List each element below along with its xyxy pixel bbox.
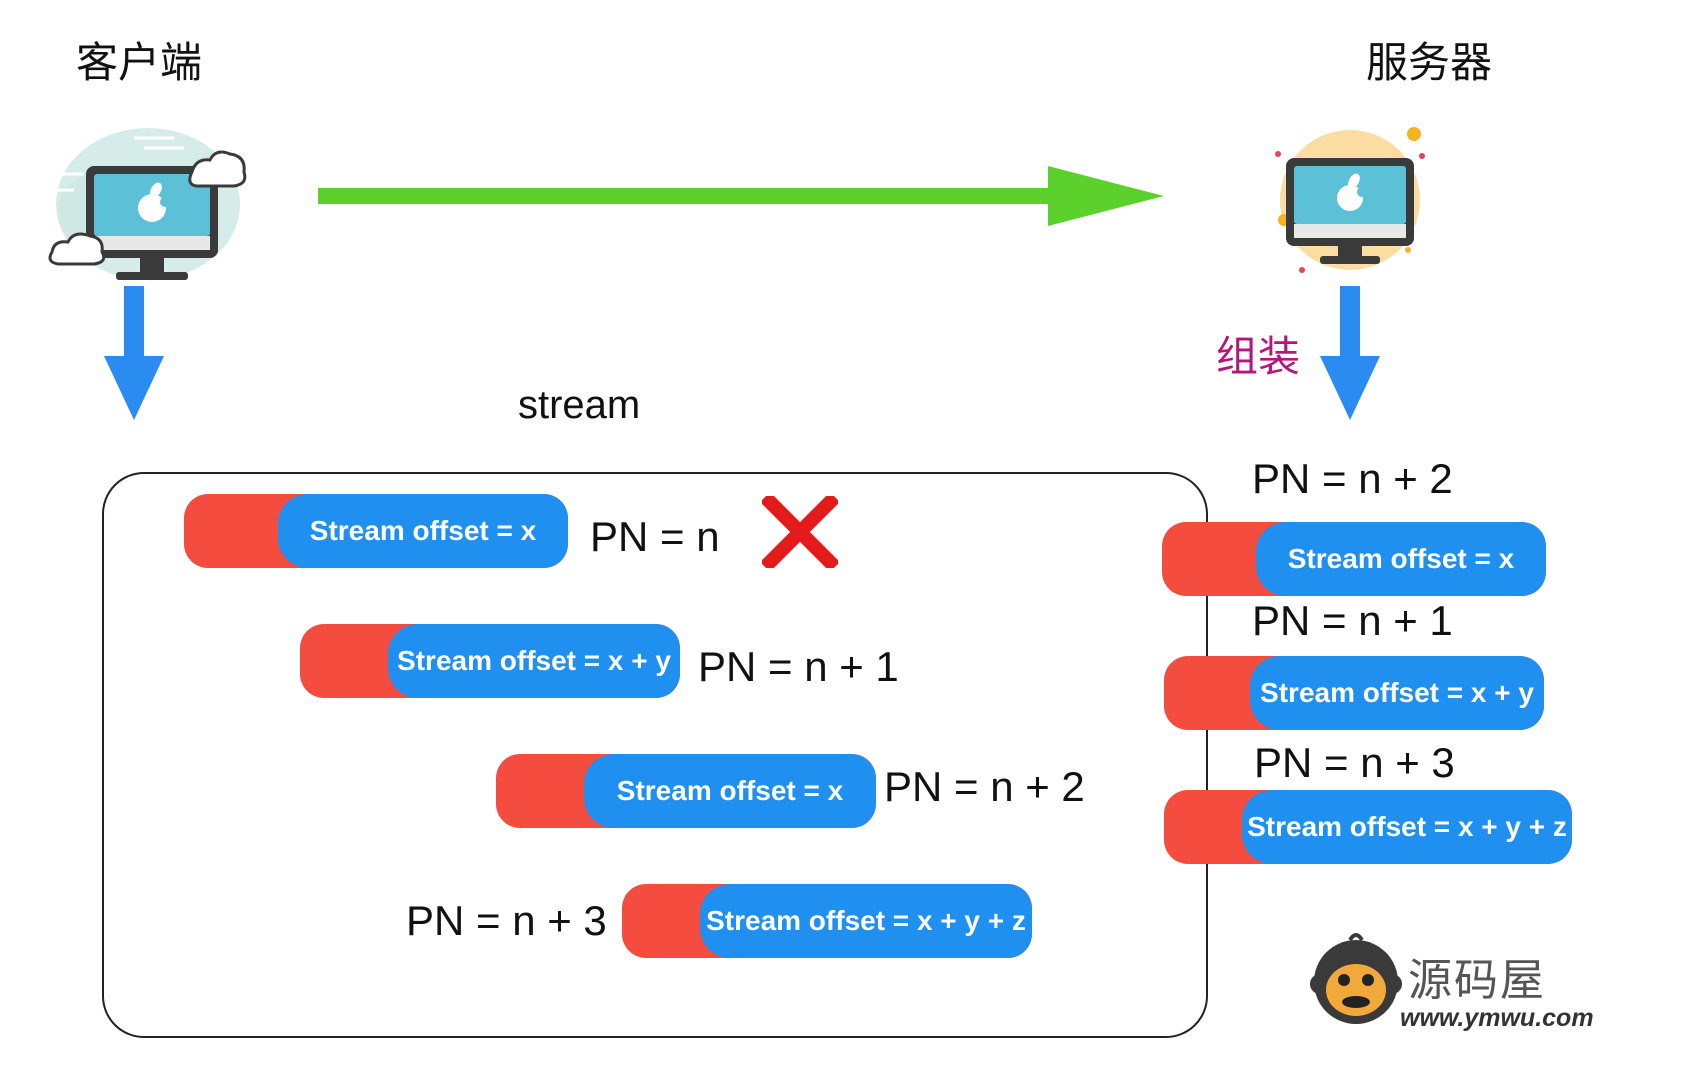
sent-packet-1: Stream offset = x bbox=[184, 494, 568, 568]
sent-packet-1-pn: PN = n bbox=[590, 513, 720, 560]
packet-offset: Stream offset = x + y + z bbox=[1247, 811, 1567, 842]
assemble-label: 组装 bbox=[1216, 332, 1301, 381]
send-arrow bbox=[318, 166, 1164, 226]
sent-packet-3-pn: PN = n + 2 bbox=[884, 763, 1085, 810]
packet-offset: Stream offset = x + y bbox=[1260, 677, 1534, 708]
sent-packet-4-pn: PN = n + 3 bbox=[406, 897, 607, 944]
packet-offset: Stream offset = x + y bbox=[397, 645, 671, 676]
sent-packet-2: Stream offset = x + y bbox=[300, 624, 680, 698]
sent-packet-4: Stream offset = x + y + z bbox=[622, 884, 1032, 958]
stream-box bbox=[102, 472, 1208, 1038]
sent-packet-3: Stream offset = x bbox=[496, 754, 876, 828]
received-packet-1: Stream offset = x bbox=[1162, 522, 1546, 596]
received-packet-1-pn: PN = n + 2 bbox=[1252, 455, 1453, 502]
client-down-arrow bbox=[104, 286, 164, 420]
watermark-url: www.ymwu.com bbox=[1400, 1004, 1594, 1032]
packet-offset: Stream offset = x bbox=[1287, 543, 1515, 574]
sent-packet-2-pn: PN = n + 1 bbox=[698, 643, 899, 690]
lost-cross-icon bbox=[762, 496, 838, 568]
packet-offset: Stream offset = x + y + z bbox=[706, 905, 1026, 936]
server-label: 服务器 bbox=[1366, 38, 1493, 87]
packet-offset: Stream offset = x bbox=[309, 515, 537, 546]
monkey-logo-icon bbox=[1310, 933, 1402, 1024]
received-packet-3: Stream offset = x + y + z bbox=[1164, 790, 1572, 864]
server-down-arrow bbox=[1320, 286, 1380, 420]
received-packet-3-pn: PN = n + 3 bbox=[1254, 739, 1455, 786]
stream-title: stream bbox=[518, 383, 641, 427]
watermark-name: 源码屋 bbox=[1408, 955, 1546, 1006]
packet-offset: Stream offset = x bbox=[616, 775, 844, 806]
client-label: 客户端 bbox=[76, 38, 203, 87]
client-computer-icon bbox=[48, 128, 247, 280]
received-packet-2-pn: PN = n + 1 bbox=[1252, 597, 1453, 644]
server-computer-icon bbox=[1275, 127, 1425, 273]
received-packet-2: Stream offset = x + y bbox=[1164, 656, 1544, 730]
